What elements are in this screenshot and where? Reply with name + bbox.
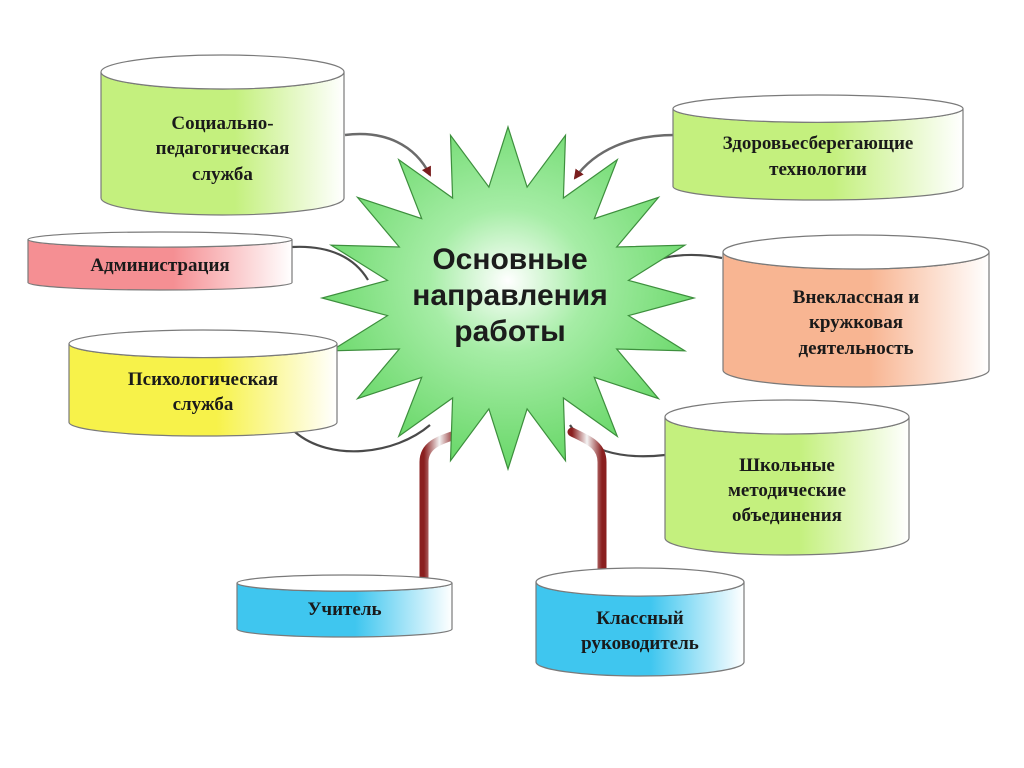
node-label: Школьные методические объединения bbox=[727, 454, 847, 527]
cylinder-top bbox=[100, 54, 345, 90]
node-social-pedagogical-service: Социально- педагогическая служба bbox=[100, 54, 345, 216]
node-label: Здоровьесберегающие технологии bbox=[722, 133, 914, 180]
node-extracurricular-activity: Внеклассная и кружковая деятельность bbox=[722, 234, 990, 388]
node-class-teacher: Классный руководитель bbox=[535, 567, 745, 677]
connector-psychological-to-center bbox=[294, 424, 431, 453]
connector-class-teacher-to-center bbox=[567, 427, 607, 577]
node-health-saving-technologies: Здоровьесберегающие технологии bbox=[672, 94, 964, 201]
node-psychological-service: Психологическая служба bbox=[68, 329, 338, 437]
cylinder-shape bbox=[664, 399, 910, 556]
cylinder-top bbox=[664, 399, 910, 435]
cylinder-top bbox=[236, 574, 453, 592]
cylinder-top bbox=[68, 329, 338, 359]
node-label: Психологическая служба bbox=[127, 368, 279, 415]
node-label: Внеклассная и кружковая деятельность bbox=[792, 287, 920, 359]
node-teacher: Учитель bbox=[236, 574, 453, 638]
cylinder-top bbox=[722, 234, 990, 270]
node-label: Учитель bbox=[307, 599, 382, 621]
cylinder-shape bbox=[68, 329, 338, 437]
connector-social-to-center bbox=[344, 132, 432, 177]
cylinder-top bbox=[27, 231, 293, 248]
node-administration: Администрация bbox=[27, 231, 293, 291]
node-label: Администрация bbox=[90, 255, 230, 277]
cylinder-shape bbox=[535, 567, 745, 677]
cylinder-shape bbox=[722, 234, 990, 388]
cylinder-top bbox=[535, 567, 745, 597]
node-label: Классный руководитель bbox=[581, 607, 699, 654]
cylinder-shape bbox=[672, 94, 964, 201]
connector-health-to-center bbox=[573, 133, 676, 180]
center-title: Основные направления работы bbox=[412, 243, 608, 348]
connector-administration-to-center bbox=[291, 245, 369, 281]
node-label: Социально- педагогическая служба bbox=[155, 113, 290, 185]
cylinder-top bbox=[672, 94, 964, 123]
starburst-shape bbox=[319, 124, 697, 472]
cylinder-shape bbox=[100, 54, 345, 216]
node-school-methodical-associations: Школьные методические объединения bbox=[664, 399, 910, 556]
cylinder-shape bbox=[27, 231, 293, 291]
cylinder-shape bbox=[236, 574, 453, 638]
connector-teacher-to-center bbox=[419, 430, 460, 585]
